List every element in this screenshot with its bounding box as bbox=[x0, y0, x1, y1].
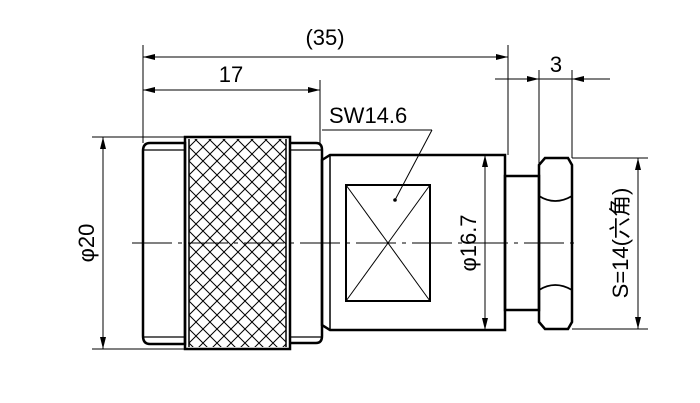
overall-length-label: (35) bbox=[305, 25, 344, 50]
body-diameter-dimension bbox=[482, 155, 488, 330]
hex-nut bbox=[537, 156, 574, 331]
knurl-diameter-label: φ20 bbox=[74, 224, 99, 263]
knurled-length-label: 17 bbox=[219, 62, 243, 87]
knurl-diameter-dimension bbox=[92, 136, 185, 350]
hex-size-label: S=14(六角) bbox=[608, 188, 633, 299]
hex-size-dimension bbox=[572, 157, 648, 330]
hex-thickness-label: 3 bbox=[550, 52, 562, 77]
wrench-flat-leader bbox=[322, 129, 433, 201]
wrench-flat-label: SW14.6 bbox=[329, 103, 407, 128]
hex-thickness-dimension bbox=[495, 70, 610, 165]
left-end-cap bbox=[141, 141, 187, 346]
body-diameter-label: φ16.7 bbox=[456, 214, 481, 271]
knurled-length-dimension bbox=[143, 80, 321, 143]
body-hex-flat bbox=[320, 153, 507, 332]
overall-length-dimension bbox=[142, 45, 509, 155]
knurled-nut bbox=[183, 135, 292, 351]
